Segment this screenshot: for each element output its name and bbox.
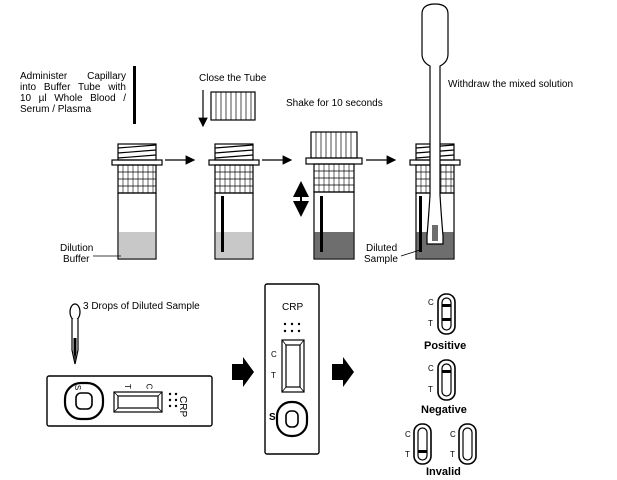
withdraw-label: Withdraw the mixed solution — [448, 79, 574, 90]
shake-label: Shake for 10 seconds — [286, 98, 383, 109]
v-control-mark: C — [271, 350, 277, 359]
pos-c: C — [428, 298, 434, 307]
capillary — [133, 66, 136, 124]
test-cassette-horizontal — [46, 375, 213, 427]
arrow-right-1 — [232, 357, 254, 387]
transfer-pipette — [421, 3, 449, 245]
step1-line3: 10 µl Whole Blood / — [20, 93, 126, 104]
result-negative — [437, 359, 456, 401]
dilution-buffer-line2: Buffer — [63, 254, 90, 265]
step1-line2: into Buffer Tube with — [20, 82, 126, 93]
result-positive — [437, 293, 456, 335]
buffer-tube-closed — [208, 143, 260, 260]
inv1-t: T — [405, 450, 410, 459]
v-sample-mark: S — [269, 412, 276, 423]
close-tube-label: Close the Tube — [199, 73, 267, 84]
three-drops-label: 3 Drops of Diluted Sample — [83, 301, 200, 312]
v-cassette-name: CRP — [282, 302, 304, 313]
dropper — [69, 303, 81, 365]
result-invalid-2 — [458, 423, 477, 465]
arrow-right-2 — [332, 357, 354, 387]
h-control-mark: C — [144, 383, 154, 390]
neg-t: T — [428, 385, 433, 394]
diluted-sample-line1: Diluted — [366, 243, 398, 254]
h-cassette-name: CRP — [177, 396, 188, 418]
inv2-t: T — [450, 450, 455, 459]
result-positive-label: Positive — [424, 340, 467, 352]
diluted-sample-line2: Sample — [364, 254, 398, 265]
buffer-tube-open — [111, 143, 163, 260]
result-negative-label: Negative — [421, 404, 467, 416]
v-test-mark: T — [271, 371, 276, 380]
tube-cap — [210, 91, 256, 121]
h-sample-mark: S — [73, 384, 83, 391]
neg-c: C — [428, 364, 434, 373]
inv2-c: C — [450, 430, 456, 439]
step1-line1: Administer Capillary — [20, 71, 126, 82]
dilution-buffer-line1: Dilution — [60, 243, 94, 254]
result-invalid-1 — [413, 423, 432, 465]
pos-t: T — [428, 319, 433, 328]
tube-shaking — [305, 131, 363, 260]
result-invalid-label: Invalid — [426, 466, 461, 478]
test-cassette-vertical — [264, 283, 320, 455]
inv1-c: C — [405, 430, 411, 439]
step1-line4: Serum / Plasma — [20, 104, 92, 115]
h-test-mark: T — [122, 384, 132, 389]
